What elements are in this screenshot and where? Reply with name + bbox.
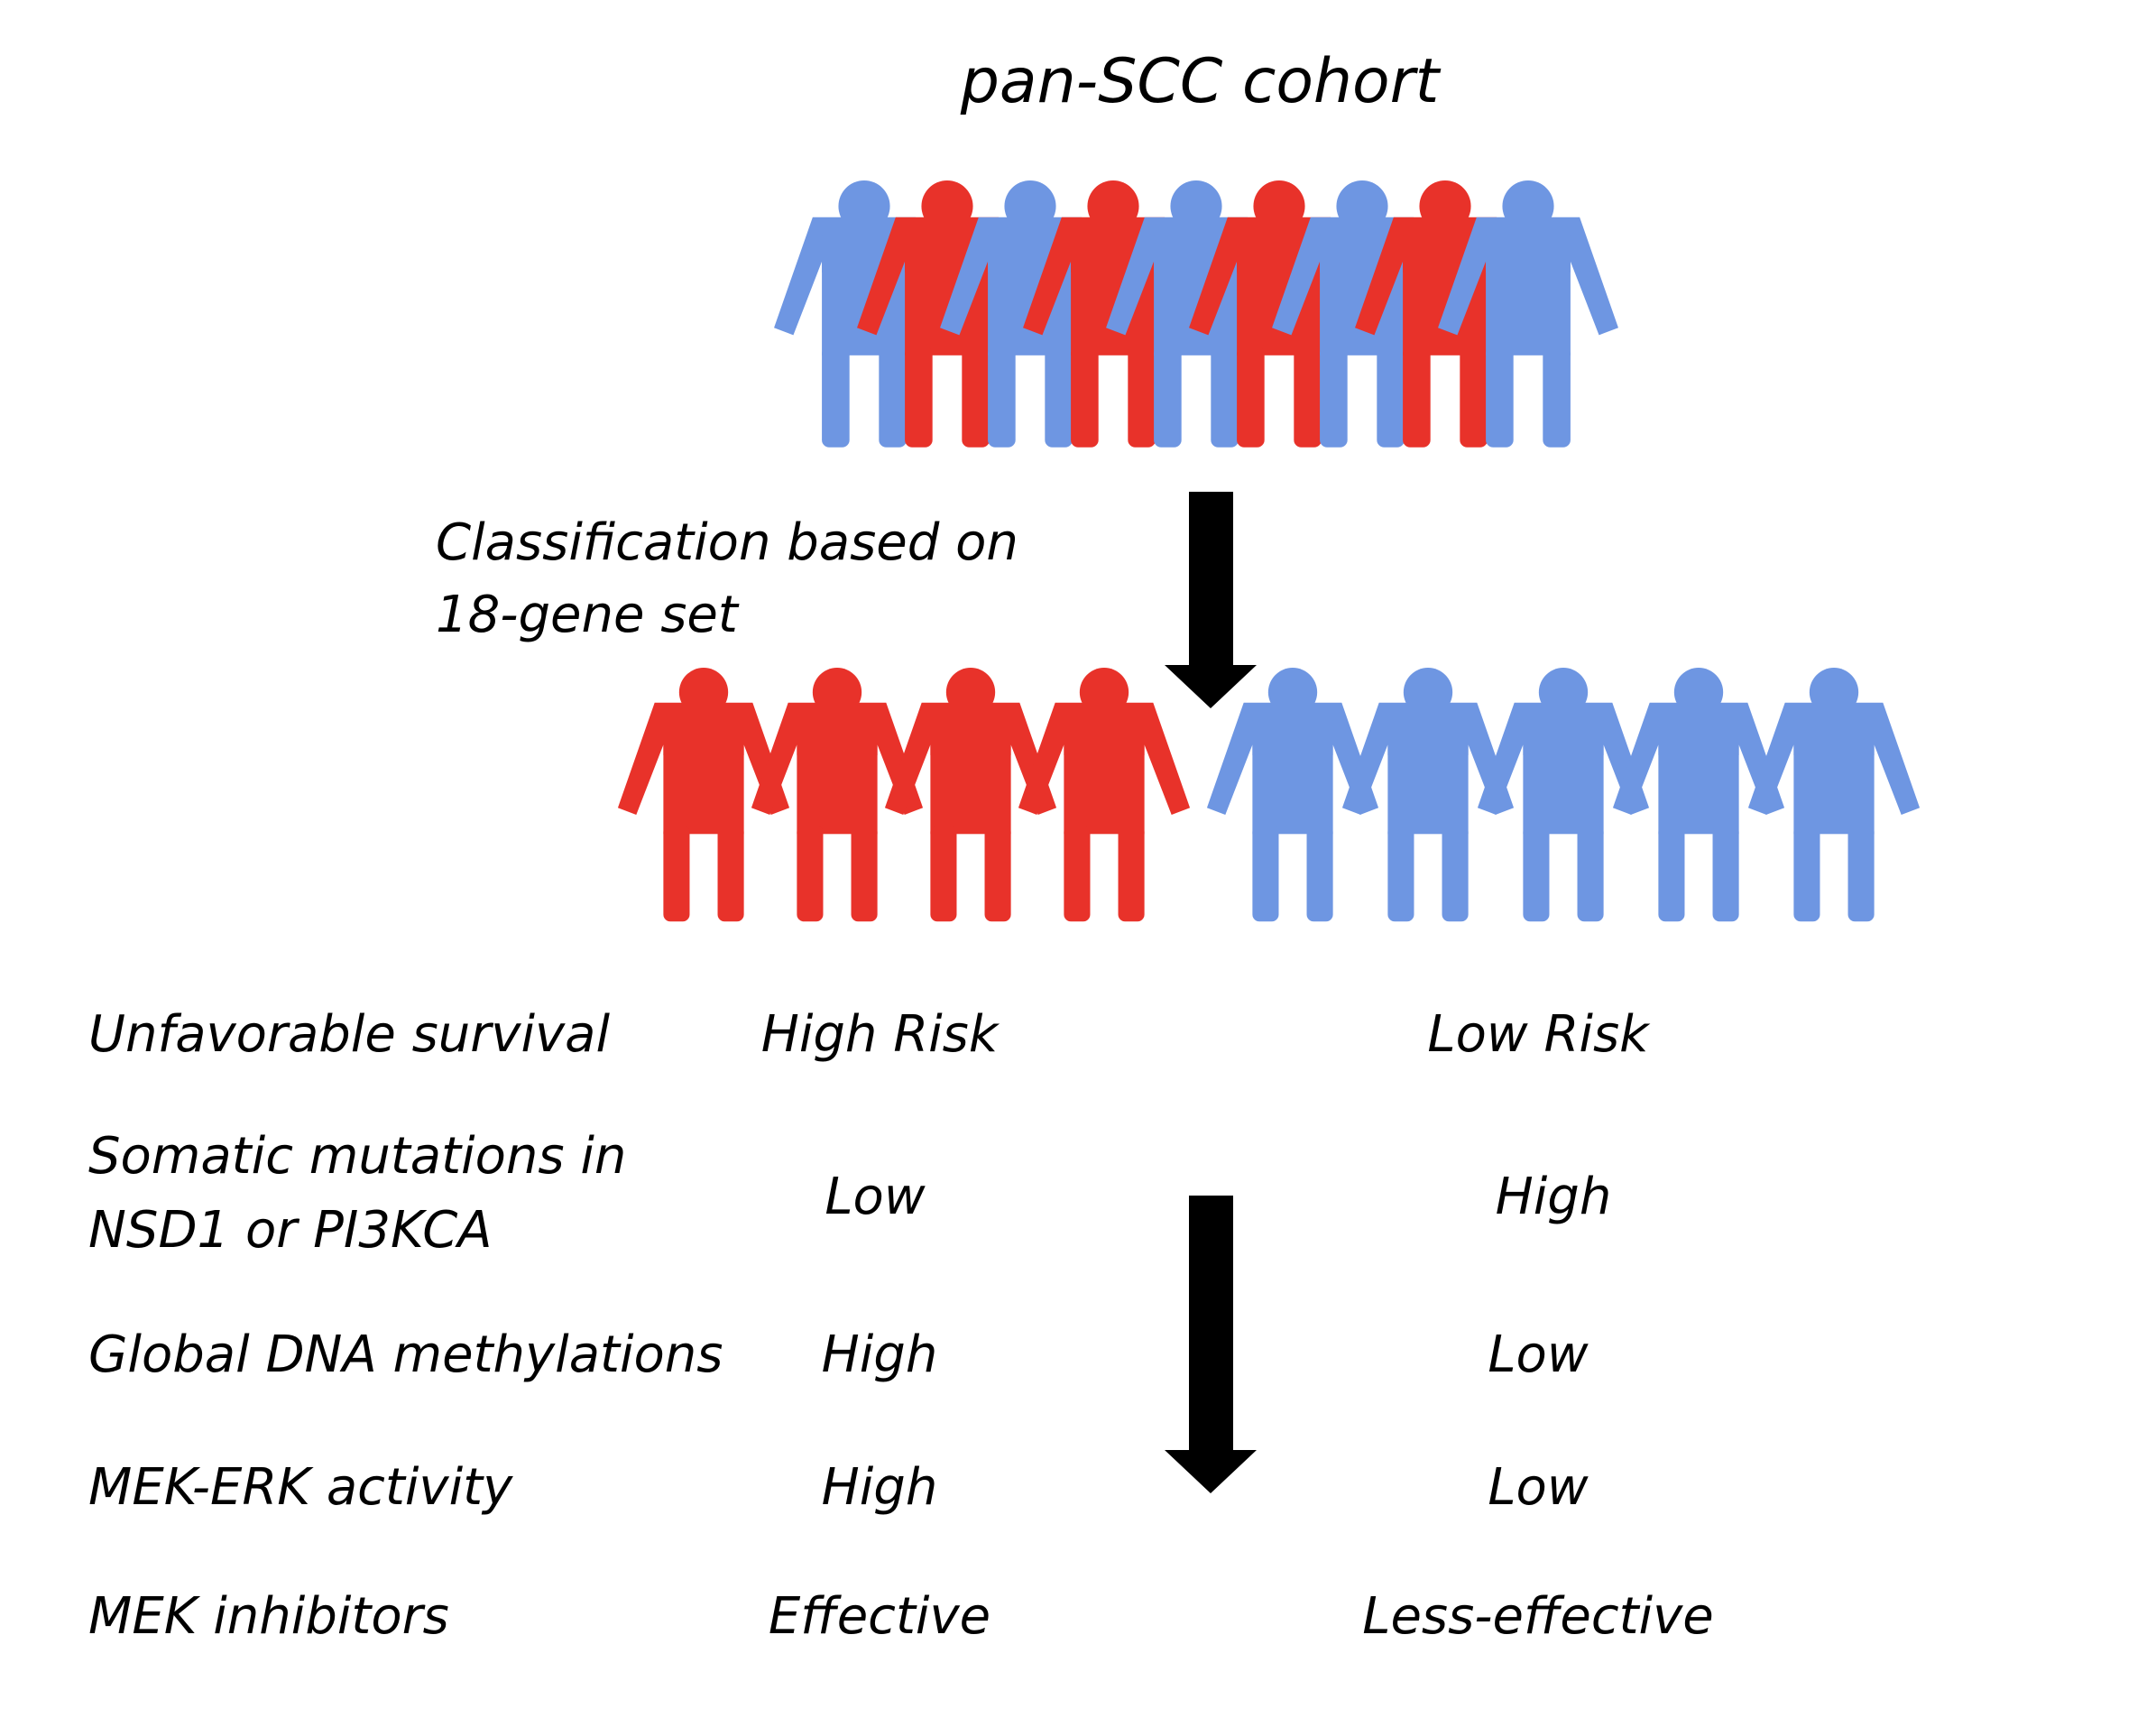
person-icon-high-risk	[1018, 668, 1191, 922]
cohort-people	[774, 180, 1618, 448]
high-risk-value: Low	[825, 1168, 925, 1226]
feature-label: Global DNA methylations	[88, 1325, 723, 1384]
low-risk-value: Low	[1488, 1458, 1588, 1517]
low-risk-value: Low	[1488, 1325, 1588, 1384]
feature-label: MEK-ERK activity	[88, 1458, 513, 1517]
high-risk-value: High	[822, 1458, 938, 1517]
high-risk-value: High	[822, 1325, 938, 1384]
person-icon-low-risk	[1747, 668, 1921, 922]
high-risk-value: Effective	[769, 1587, 990, 1646]
feature-label: Somatic mutations in	[88, 1127, 626, 1186]
low-risk-group	[1206, 668, 1921, 922]
low-risk-value: Low Risk	[1427, 1005, 1651, 1064]
feature-label: MEK inhibitors	[88, 1587, 449, 1646]
low-risk-value: Less-effective	[1362, 1587, 1713, 1646]
classification-label-line2: 18-gene set	[436, 586, 740, 644]
feature-table: Unfavorable survival High Risk Low RiskSom…	[88, 1005, 1714, 1646]
low-risk-value: High	[1496, 1168, 1612, 1226]
features-arrow	[1165, 1196, 1257, 1493]
classification-label-line1: Classification based on	[436, 513, 1018, 572]
cohort-title: pan-SCC cohort	[960, 46, 1442, 117]
classification-arrow	[1165, 492, 1257, 708]
high-risk-value: High Risk	[761, 1005, 1000, 1064]
feature-label: NSD1 or PI3KCA	[88, 1201, 493, 1260]
high-risk-group	[617, 668, 1191, 922]
feature-label: Unfavorable survival	[88, 1005, 610, 1064]
